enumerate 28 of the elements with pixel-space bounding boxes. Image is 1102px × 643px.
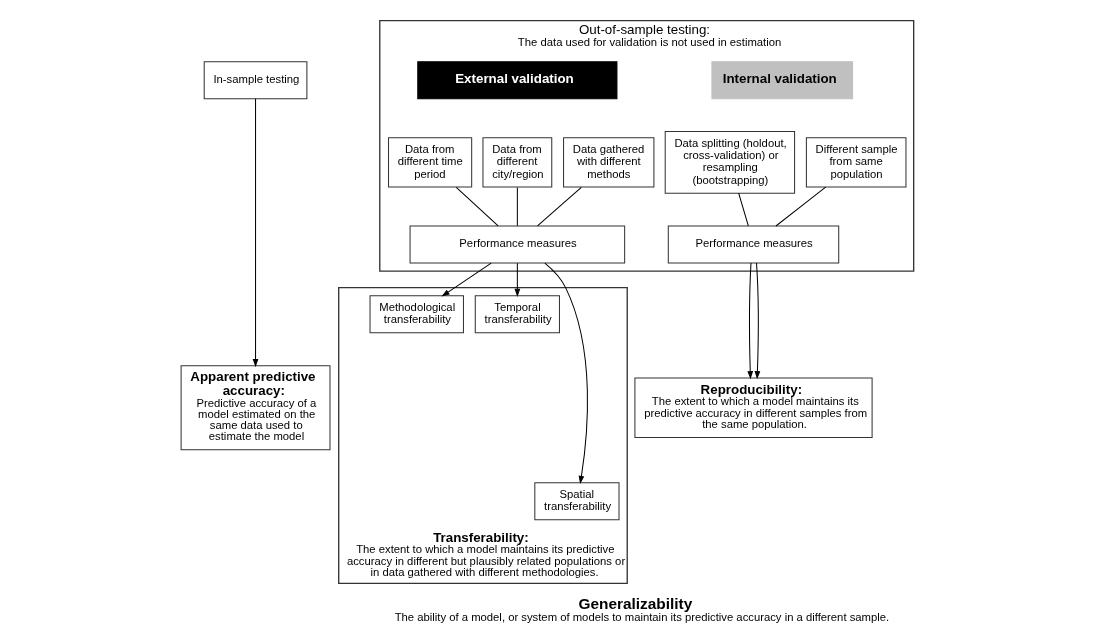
node-box: Different sample from same population	[805, 137, 906, 188]
node-box: Methodological transferability	[369, 295, 464, 334]
arrow	[514, 262, 520, 297]
node-box: Spatial transferability	[533, 482, 620, 521]
connector	[774, 186, 826, 227]
node-box: Reproducibility: The extent to which a model maintains its predictive accuracy in different samples from the same population.	[633, 377, 873, 439]
connector	[737, 192, 749, 227]
label: Generalizability	[577, 594, 692, 612]
node-box: Apparent predictive accuracy: Predictive accuracy of a model estimated on the same data used to estimate the model	[180, 365, 330, 451]
arrow	[746, 262, 753, 380]
node-box: Data from different city/region	[481, 137, 552, 188]
connector	[455, 186, 499, 227]
label: The ability of a model, or system of models to maintain its predictive accuracy in a different sample.	[394, 611, 889, 624]
node-box: Internal validation	[710, 61, 853, 100]
arrow	[252, 98, 258, 368]
node-box: Data from different time period	[387, 137, 472, 188]
connector	[516, 186, 518, 227]
arrow	[543, 262, 588, 485]
node-box: Performance measures	[409, 225, 625, 264]
arrow	[754, 262, 760, 380]
node-box: In-sample testing	[203, 61, 307, 100]
node-box: Temporal transferability	[474, 295, 560, 334]
arrow	[441, 262, 492, 297]
node-box: Performance measures	[667, 225, 839, 264]
connector	[536, 186, 582, 227]
node-box: External validation	[416, 61, 617, 100]
node-box: Data splitting (holdout, cross-validation) or resampling (bootstrapping)	[664, 131, 795, 194]
node-box: Data gathered with different methods	[562, 137, 654, 188]
